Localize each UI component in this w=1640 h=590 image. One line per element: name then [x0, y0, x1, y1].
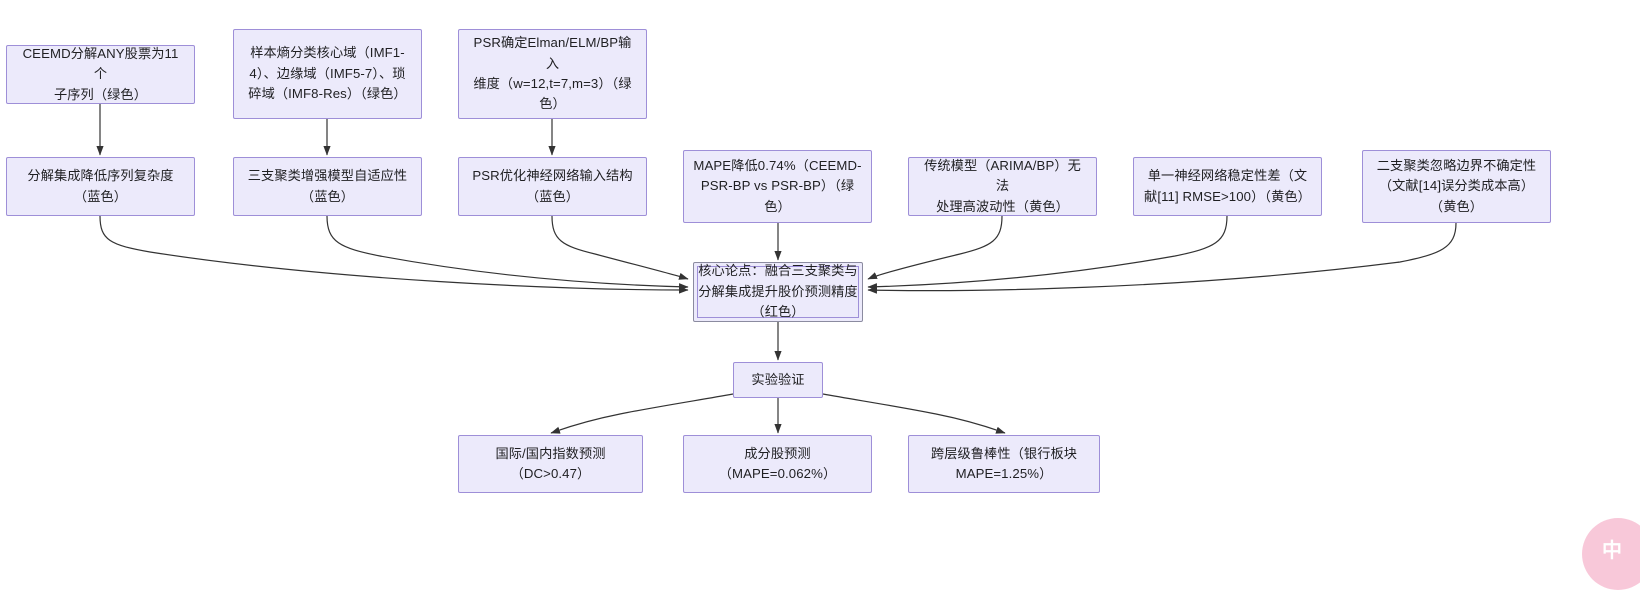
edge-n8-core	[867, 215, 1003, 280]
node-experimental-validation[interactable]: 实验验证	[733, 362, 823, 398]
node-result-constituent-stock-forecast[interactable]: 成分股预测 （MAPE=0.062%）	[683, 435, 872, 493]
node-single-nn-instability[interactable]: 单一神经网络稳定性差（文 献[11] RMSE>100）（黄色）	[1133, 157, 1322, 216]
node-two-way-clustering-boundary[interactable]: 二支聚类忽略边界不确定性 （文献[14]误分类成本高） （黄色）	[1362, 150, 1551, 223]
core-thesis-label: 核心论点：融合三支聚类与 分解集成提升股价预测精度 （红色）	[697, 263, 859, 320]
node-sample-entropy-classification[interactable]: 样本熵分类核心域（IMF1- 4）、边缘域（IMF5-7）、琐 碎域（IMF8-…	[233, 29, 422, 119]
node-traditional-model-limitation[interactable]: 传统模型（ARIMA/BP）无法 处理高波动性（黄色）	[908, 157, 1097, 216]
node-core-thesis[interactable]: 核心论点：融合三支聚类与 分解集成提升股价预测精度 （红色）	[693, 262, 863, 322]
edge-n9-core	[867, 215, 1228, 291]
node-psr-optimizes-nn-input[interactable]: PSR优化神经网络输入结构 （蓝色）	[458, 157, 647, 216]
edge-exp-r1	[550, 393, 734, 434]
flowchart-canvas: CEEMD分解ANY股票为11个 子序列（绿色） 样本熵分类核心域（IMF1- …	[6, 29, 1640, 590]
node-psr-input-dimension[interactable]: PSR确定Elman/ELM/BP输入 维度（w=12,t=7,m=3）（绿 色…	[458, 29, 647, 119]
node-result-cross-level-robustness[interactable]: 跨层级鲁棒性（银行板块 MAPE=1.25%）	[908, 435, 1100, 493]
node-mape-reduction[interactable]: MAPE降低0.74%（CEEMD- PSR-BP vs PSR-BP）（绿 色…	[683, 150, 872, 223]
edge-exp-r3	[822, 393, 1006, 434]
edge-n6-core	[551, 215, 689, 280]
node-ceemd-decomposition[interactable]: CEEMD分解ANY股票为11个 子序列（绿色）	[6, 45, 195, 104]
node-decomposition-reduces-complexity[interactable]: 分解集成降低序列复杂度 （蓝色）	[6, 157, 195, 216]
watermark-text: 中	[1602, 539, 1622, 562]
edge-n4-core	[99, 215, 689, 294]
watermark-badge: 中	[1582, 518, 1640, 590]
node-three-way-clustering-adaptivity[interactable]: 三支聚类增强模型自适应性 （蓝色）	[233, 157, 422, 216]
edge-n10-core	[867, 222, 1457, 294]
edge-n5-core	[326, 215, 689, 291]
node-result-index-forecast[interactable]: 国际/国内指数预测 （DC>0.47）	[458, 435, 643, 493]
